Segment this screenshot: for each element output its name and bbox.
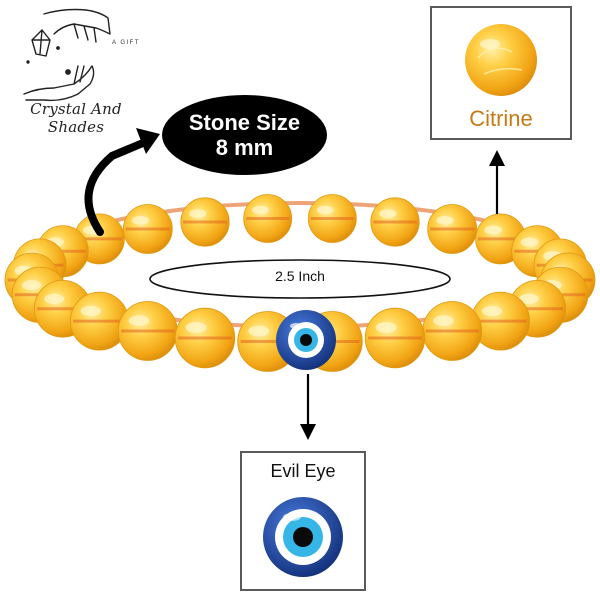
diameter-label: 2.5 Inch bbox=[275, 268, 325, 284]
hands-crystal-logo-icon bbox=[23, 8, 111, 102]
stone-size-value: 8 mm bbox=[215, 135, 274, 160]
citrine-label: Citrine bbox=[469, 106, 533, 131]
citrine-bead bbox=[370, 197, 420, 247]
citrine-bead bbox=[70, 291, 129, 351]
citrine-callout: Citrine bbox=[430, 6, 572, 140]
diameter-ellipse bbox=[149, 259, 451, 299]
brand-tagline: A GIFT bbox=[112, 40, 141, 46]
evil-eye-label: Evil Eye bbox=[270, 461, 336, 481]
curved-arrow-icon bbox=[84, 128, 160, 236]
stone-size-badge: Stone Size 8 mm bbox=[162, 95, 327, 175]
citrine-bead bbox=[364, 307, 426, 369]
arrow-up-icon bbox=[489, 150, 505, 214]
citrine-bead bbox=[180, 197, 230, 247]
citrine-bead bbox=[307, 194, 357, 243]
evil-eye-bead-icon bbox=[276, 310, 336, 370]
evil-eye-closeup-icon bbox=[263, 497, 343, 577]
stone-size-label: Stone Size bbox=[188, 109, 301, 135]
evil-eye-callout: Evil Eye bbox=[240, 451, 366, 591]
brand-name: Crystal And Shades bbox=[30, 100, 122, 136]
citrine-bead bbox=[122, 204, 173, 254]
citrine-bead bbox=[174, 307, 236, 369]
citrine-bead bbox=[471, 291, 531, 351]
arrow-down-icon bbox=[300, 374, 316, 440]
citrine-bead bbox=[117, 301, 178, 361]
citrine-bead-icon bbox=[465, 24, 537, 96]
citrine-bead bbox=[427, 204, 478, 254]
citrine-bead bbox=[243, 194, 293, 243]
